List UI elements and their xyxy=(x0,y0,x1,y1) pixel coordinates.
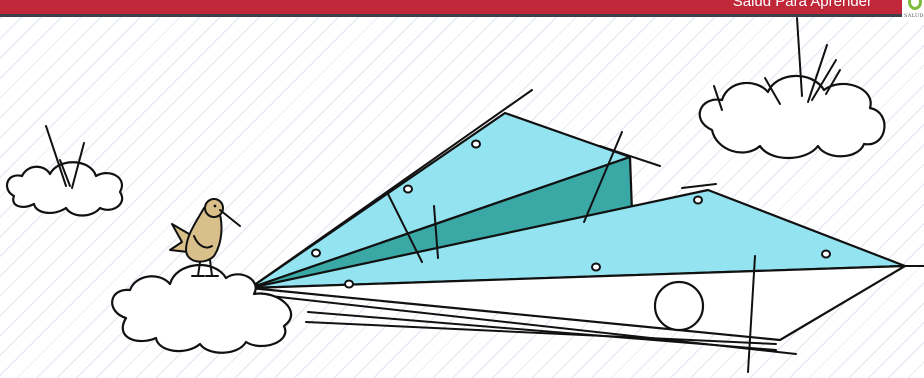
cloud-sticks xyxy=(713,17,841,111)
cloud-sticks xyxy=(45,125,85,189)
logo: SALUD xyxy=(902,0,924,22)
logo-mark-icon xyxy=(908,0,922,10)
airplane-sketch-lines xyxy=(249,89,924,373)
airplane-rivets xyxy=(311,139,831,289)
bird-icon xyxy=(169,198,241,277)
header-tagline: Salud Para Aprender xyxy=(732,0,872,10)
paper-airplane-icon xyxy=(248,111,907,342)
cloud-icon xyxy=(5,161,124,217)
header-bar: Salud Para Aprender xyxy=(0,0,924,17)
cloud-icon xyxy=(698,74,886,159)
logo-text: SALUD xyxy=(904,13,924,19)
cloud-icon xyxy=(111,264,292,354)
airplane-window-icon xyxy=(653,280,705,332)
